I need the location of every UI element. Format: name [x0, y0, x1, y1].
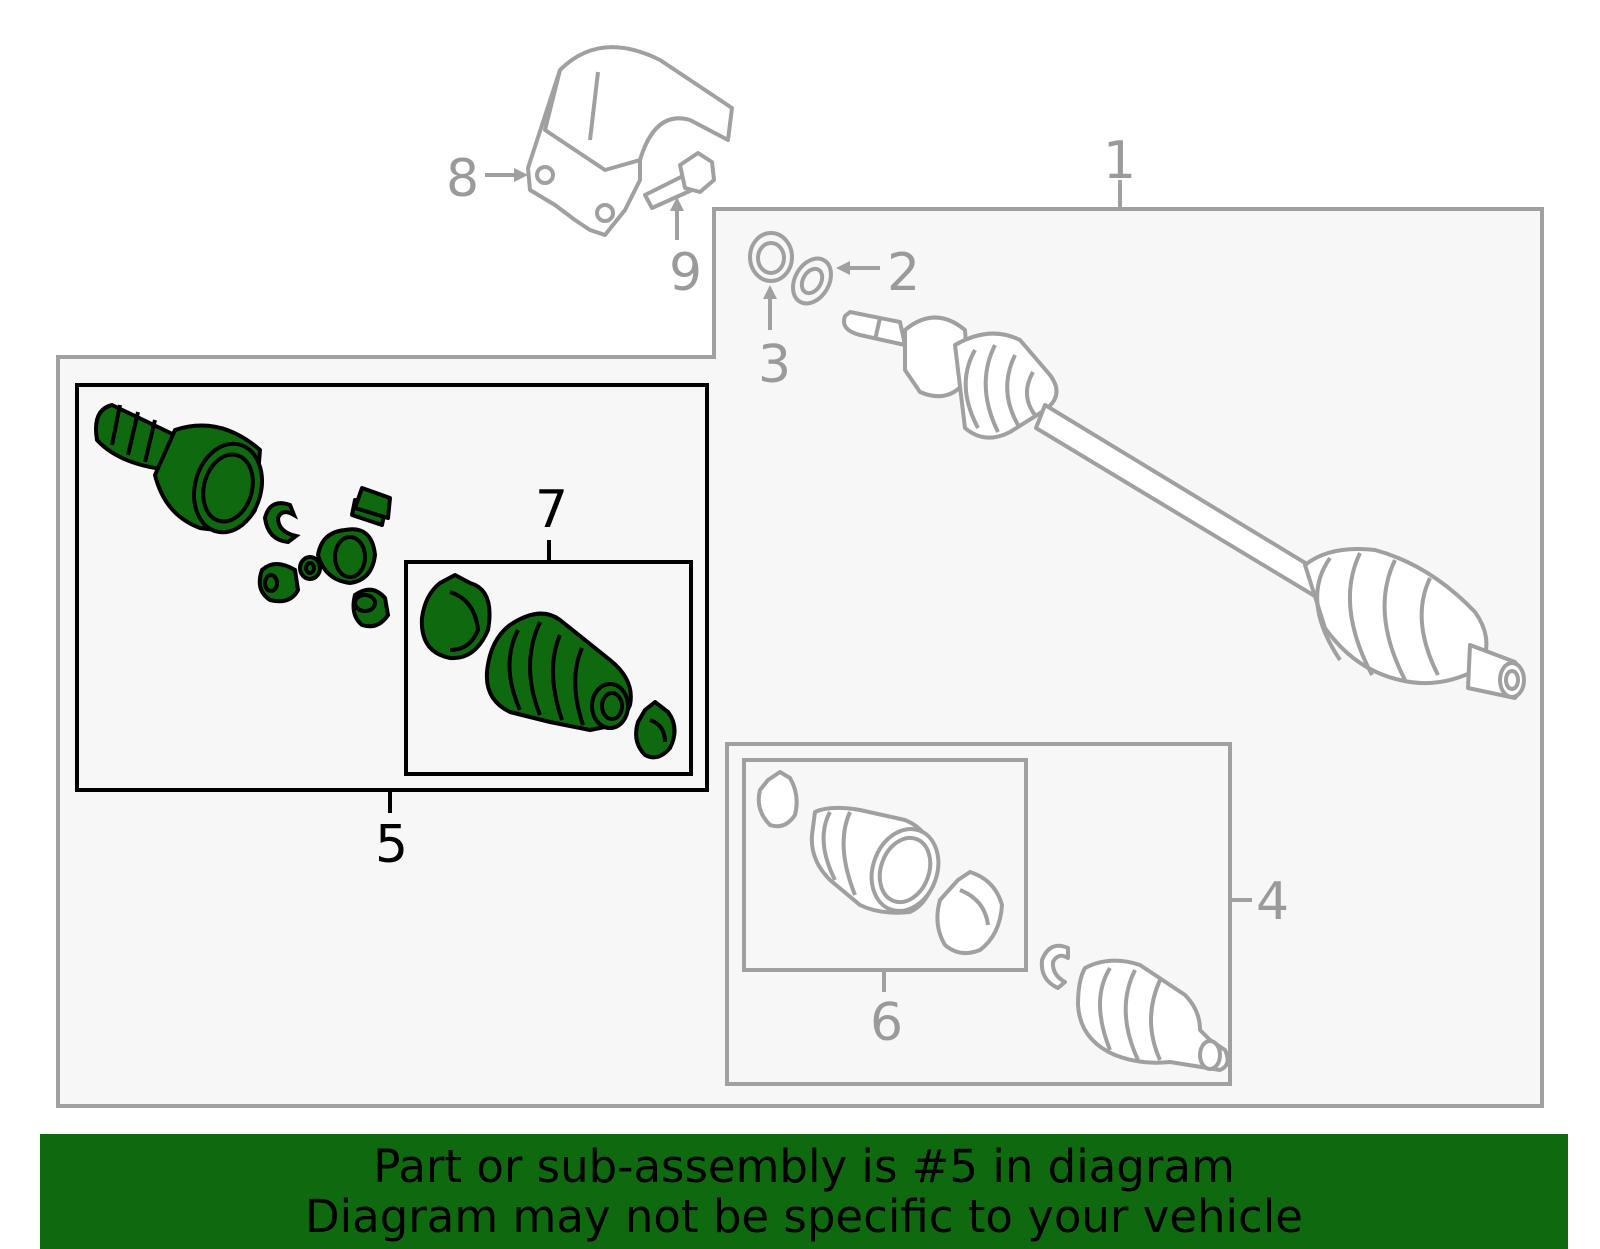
bolt-part — [643, 151, 716, 210]
callout-8-label: 8 — [446, 149, 479, 209]
callout-4-label: 4 — [1256, 872, 1289, 932]
roller-right-part — [351, 587, 391, 629]
callout-9-label: 9 — [669, 243, 702, 303]
callout-5-label: 5 — [375, 815, 408, 875]
callout-1-label: 1 — [1103, 131, 1136, 191]
banner-line-1: Part or sub-assembly is #5 in diagram — [373, 1140, 1235, 1193]
bracket-part — [526, 45, 734, 237]
boot-clamp-large-part — [419, 573, 492, 661]
inner-clip-part — [262, 501, 301, 545]
callout-3-arrowhead — [763, 285, 777, 299]
tripod-spider-part — [298, 498, 387, 585]
callout-6-label: 6 — [870, 993, 903, 1053]
info-banner: Part or sub-assembly is #5 in diagram Di… — [40, 1134, 1568, 1249]
clip-piece-part — [353, 486, 392, 520]
outer-boot-kit-parts — [756, 770, 1230, 1072]
roller-left-part — [257, 562, 301, 604]
boot-clamp-small-part — [634, 700, 677, 760]
banner-line-2: Diagram may not be specific to your vehi… — [305, 1190, 1303, 1243]
callout-3-label: 3 — [758, 335, 791, 395]
callout-9-arrowhead — [670, 197, 684, 211]
joint-housing-part — [94, 403, 264, 535]
callout-2-arrowhead — [836, 261, 850, 275]
washer-part — [791, 256, 833, 306]
callout-2-label: 2 — [887, 243, 920, 303]
callout-8-arrowhead — [514, 168, 528, 182]
callout-7-label: 7 — [535, 480, 568, 540]
axle-shaft-assembly — [842, 310, 1526, 700]
cv-boot-part — [484, 611, 633, 732]
snap-ring-part — [748, 231, 794, 283]
